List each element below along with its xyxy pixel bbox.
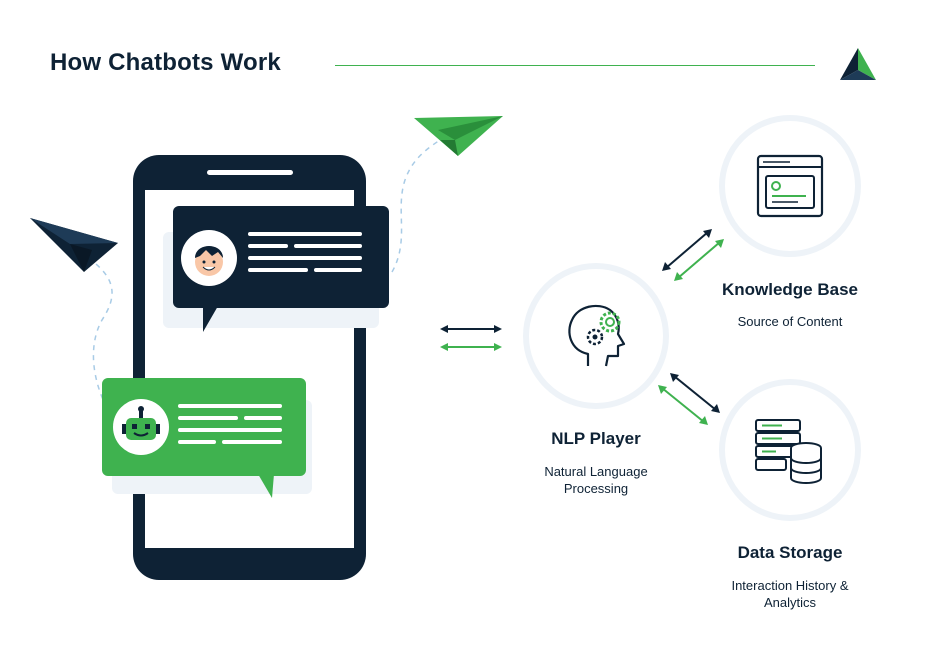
knowledge-base-node [719, 115, 861, 257]
bot-message-bubble [102, 378, 312, 498]
data-storage-sublabel: Interaction History & Analytics [731, 578, 849, 610]
nlp-storage-arrows [658, 373, 720, 425]
nlp-node [523, 263, 669, 409]
phone-nlp-arrows [440, 325, 502, 351]
flight-path-left [87, 257, 113, 411]
title-divider [335, 65, 815, 66]
paper-plane-icon [414, 116, 503, 156]
message-text-lines [248, 232, 362, 272]
head-gear-icon [568, 304, 626, 367]
user-message-bubble [163, 206, 389, 332]
flight-path-top [391, 139, 441, 273]
knowledge-base-label: Knowledge Base [721, 280, 859, 299]
logo-icon [840, 48, 876, 80]
nlp-label: NLP Player [551, 429, 641, 448]
user-avatar-icon [181, 230, 237, 286]
message-text-lines [178, 404, 282, 444]
knowledge-base-sublabel: Source of Content [737, 314, 843, 329]
page-title: How Chatbots Work [50, 49, 281, 76]
nlp-sublabel: Natural Language Processing [544, 464, 648, 496]
browser-window-icon [756, 154, 824, 218]
data-storage-label: Data Storage [737, 543, 843, 562]
paper-plane-icon [30, 218, 118, 272]
nlp-knowledge-arrows [662, 229, 724, 281]
database-server-icon [755, 419, 822, 484]
robot-icon [113, 399, 169, 455]
data-storage-node [719, 379, 861, 521]
